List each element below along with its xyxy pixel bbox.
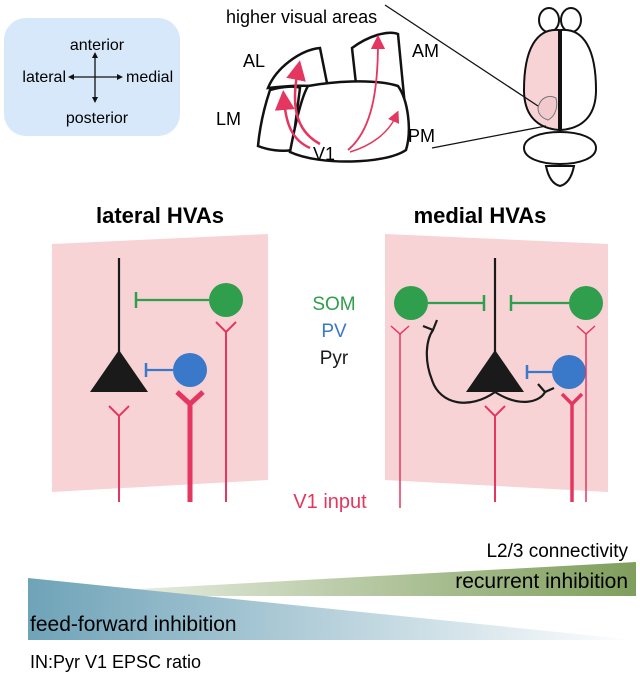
- cortex-right-hemisphere: [560, 28, 598, 132]
- compass-medial: medial: [126, 69, 173, 86]
- compass-lateral: lateral: [22, 69, 66, 86]
- area-v1-outline: [288, 80, 411, 163]
- legend-pv: PV: [321, 321, 347, 342]
- feed-forward-inhibition-label: feed-forward inhibition: [30, 613, 237, 636]
- medial-input-to-som-right-synapse: [576, 325, 596, 336]
- feed-forward-inhibition-gradient: [28, 578, 636, 640]
- area-pm-label: PM: [408, 126, 435, 146]
- lateral-pv-soma: [173, 353, 207, 387]
- medial-som-right-soma: [569, 286, 603, 320]
- lateral-input-to-pv-synapse: [175, 390, 205, 408]
- medial-pv-soma: [552, 355, 586, 389]
- brainstem: [544, 165, 576, 188]
- medial-pyr-soma: [466, 350, 524, 392]
- arrow-v1-to-pm: [349, 110, 400, 153]
- recurrent-inhibition-gradient: [10, 562, 636, 596]
- v1-input-label: V1 input: [293, 491, 367, 513]
- legend-som: SOM: [312, 294, 355, 315]
- lateral-pyr-soma: [90, 350, 148, 392]
- lateral-hvas-title: lateral HVAs: [96, 203, 224, 228]
- medial-input-to-pyr-synapse: [484, 405, 506, 418]
- medial-pyr-recurrent-axon-to-som: [425, 329, 496, 404]
- recurrent-inhibition-label: recurrent inhibition: [455, 570, 628, 593]
- medial-hva-circuit: [385, 234, 608, 508]
- arrow-v1-to-al: [286, 60, 321, 146]
- l23-connectivity-label: L2/3 connectivity: [486, 541, 628, 562]
- medial-pyr-to-som-synapse: [422, 319, 439, 332]
- medial-pyr-recurrent-axon-to-pv: [494, 391, 546, 403]
- olfactory-bulb-left: [538, 7, 560, 33]
- area-v1-label: V1: [313, 144, 335, 164]
- medial-hvas-title: medial HVAs: [414, 203, 547, 228]
- medial-input-to-pv-synapse: [560, 392, 584, 407]
- arrow-v1-to-lm: [274, 90, 311, 150]
- compass-box: anterior posterior lateral medial: [4, 18, 180, 136]
- lateral-hva-circuit: [52, 234, 268, 502]
- medial-input-to-som-left-synapse: [390, 325, 410, 336]
- leader-line-pm: [431, 125, 547, 149]
- area-am-label: AM: [412, 41, 439, 61]
- medial-pyr-to-pv-synapse: [537, 383, 555, 394]
- lateral-som-soma: [209, 283, 243, 317]
- compass-posterior: posterior: [66, 110, 129, 127]
- area-lm-label: LM: [216, 109, 241, 129]
- leader-line-hva: [384, 4, 539, 107]
- epsc-ratio-label: IN:Pyr V1 EPSC ratio: [30, 652, 201, 672]
- visual-area-map: higher visual areas AL AM LM PM V1: [216, 7, 439, 164]
- area-al-label: AL: [243, 51, 265, 71]
- olfactory-bulb-right: [560, 7, 582, 33]
- area-al-outline: [266, 46, 330, 90]
- higher-visual-areas-label: higher visual areas: [226, 7, 377, 27]
- cerebellum: [522, 130, 598, 166]
- arrow-v1-to-am: [347, 34, 386, 151]
- compass-anterior: anterior: [70, 37, 125, 54]
- lateral-panel-background: [52, 234, 268, 492]
- lateral-input-to-pyr-synapse: [108, 405, 130, 418]
- medial-som-left-soma: [394, 286, 428, 320]
- lateral-input-to-som-synapse: [215, 321, 237, 334]
- brain-visual-areas-patch: [537, 95, 558, 121]
- legend-pyr: Pyr: [320, 348, 349, 369]
- mouse-brain-dorsal: [384, 4, 598, 188]
